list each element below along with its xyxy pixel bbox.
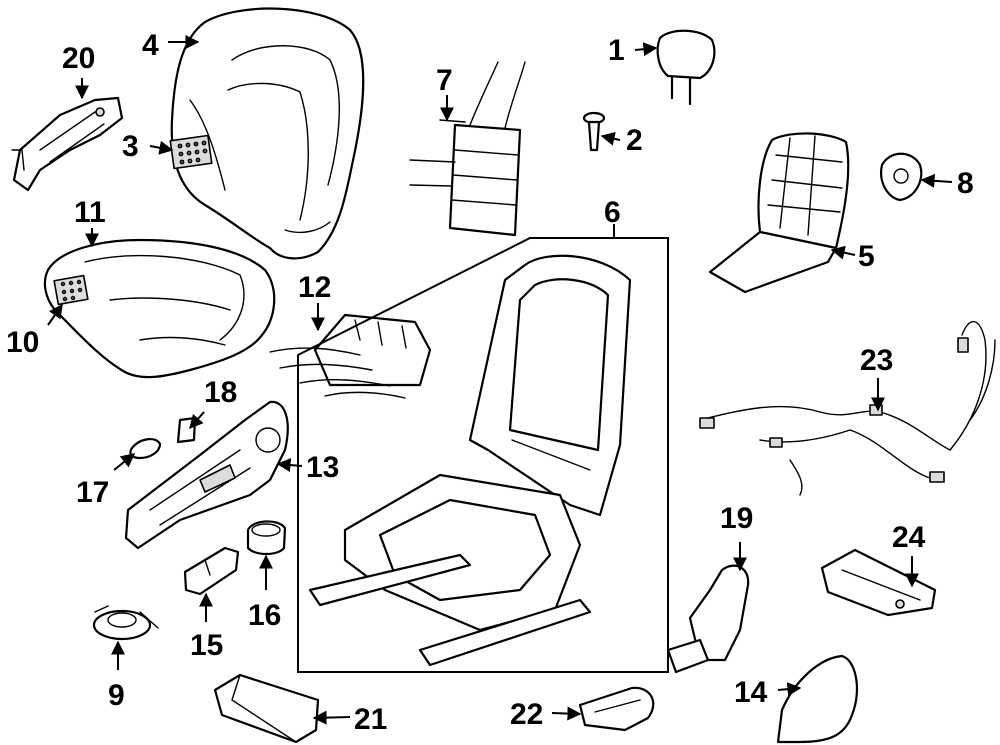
side-bracket-part [11, 96, 124, 192]
callout-9: 9 [108, 679, 125, 712]
recliner-motor-part [92, 605, 159, 641]
trim-strip-part [213, 673, 320, 744]
callout-labels: 1 2 3 4 5 6 7 8 9 10 11 12 13 14 15 16 1… [6, 29, 974, 736]
strap-bracket-part [666, 564, 750, 674]
lever-part [578, 686, 655, 732]
motor-switch-part [246, 520, 287, 556]
callout-7: 7 [436, 64, 453, 97]
seat-spring-part [269, 313, 432, 399]
callout-22: 22 [510, 698, 543, 731]
connector-block-part [183, 546, 240, 596]
wiring-harness-part [699, 321, 996, 496]
callout-15: 15 [190, 629, 223, 662]
cap-part [129, 438, 162, 460]
callout-5: 5 [858, 240, 875, 273]
callout-19: 19 [720, 502, 753, 535]
callout-20: 20 [62, 42, 95, 75]
control-module-part [820, 548, 937, 617]
callout-21: 21 [354, 703, 387, 736]
callout-10: 10 [6, 326, 39, 359]
callout-6: 6 [604, 196, 621, 229]
switch-knob-part [880, 152, 923, 202]
headrest-part [656, 29, 716, 106]
seat-frame-assembly-part [297, 224, 669, 673]
callout-1: 1 [608, 34, 625, 67]
callout-23: 23 [860, 344, 893, 377]
seat-back-board-part [708, 132, 850, 294]
callout-2: 2 [626, 124, 643, 157]
guide-sleeve-part [582, 111, 606, 152]
callout-18: 18 [204, 376, 237, 409]
side-cover-part [776, 654, 859, 744]
lumbar-support-part [409, 61, 526, 237]
side-shield-part [124, 400, 289, 550]
callout-3: 3 [122, 130, 139, 163]
callout-4: 4 [142, 29, 159, 62]
callout-17: 17 [76, 476, 109, 509]
callout-16: 16 [248, 599, 281, 632]
callout-24: 24 [892, 521, 926, 554]
clip-part [176, 416, 197, 444]
callout-11: 11 [74, 196, 106, 229]
callout-12: 12 [298, 271, 331, 304]
seat-back-cover-part [169, 7, 365, 260]
callout-13: 13 [306, 451, 339, 484]
callout-8: 8 [957, 167, 974, 200]
seat-cushion-cover-part [43, 238, 276, 379]
leader-arrows [47, 35, 953, 725]
callout-14: 14 [734, 676, 768, 709]
